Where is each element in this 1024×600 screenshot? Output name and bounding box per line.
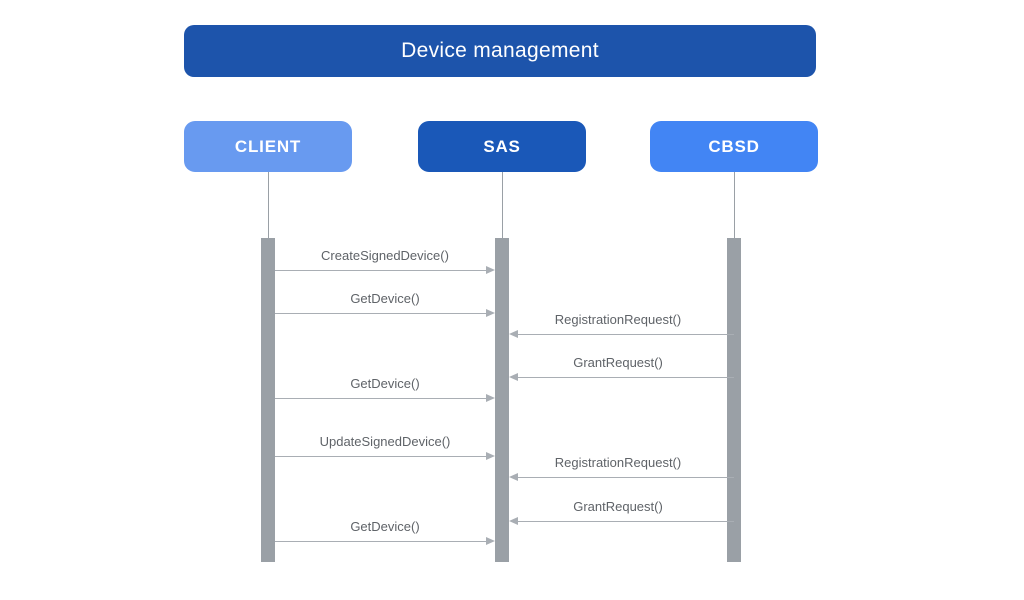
- message-label: UpdateSignedDevice(): [319, 434, 451, 449]
- arrowhead-right-icon: [486, 309, 495, 317]
- actor-label-cbsd: CBSD: [708, 136, 760, 156]
- message-label: RegistrationRequest(): [554, 312, 682, 327]
- diagram-title-box: Device management: [184, 25, 816, 77]
- message-label: GrantRequest(): [573, 355, 663, 370]
- diagram-title-label: Device management: [401, 39, 599, 62]
- message-line: [516, 377, 734, 378]
- message-label: GrantRequest(): [573, 499, 663, 514]
- message-line: [275, 398, 488, 399]
- message-line: [275, 456, 488, 457]
- arrowhead-left-icon: [509, 330, 518, 338]
- lifeline-client: [267, 172, 269, 238]
- arrowhead-left-icon: [509, 517, 518, 525]
- message-line: [275, 270, 488, 271]
- message-line: [516, 477, 734, 478]
- activation-bar-sas: [495, 238, 509, 562]
- actor-box-cbsd: CBSD: [650, 121, 818, 172]
- message-line: [275, 313, 488, 314]
- arrowhead-left-icon: [509, 373, 518, 381]
- arrowhead-left-icon: [509, 473, 518, 481]
- activation-bar-client: [261, 238, 275, 562]
- message-line: [516, 521, 734, 522]
- actor-label-client: CLIENT: [234, 136, 302, 156]
- actor-box-sas: SAS: [418, 121, 586, 172]
- actor-box-client: CLIENT: [184, 121, 352, 172]
- arrowhead-right-icon: [486, 266, 495, 274]
- arrowhead-right-icon: [486, 394, 495, 402]
- message-label: GetDevice(): [350, 519, 420, 534]
- message-label: GetDevice(): [350, 376, 420, 391]
- message-label: GetDevice(): [350, 291, 420, 306]
- message-label: RegistrationRequest(): [554, 455, 682, 470]
- lifeline-cbsd: [733, 172, 735, 238]
- message-line: [275, 541, 488, 542]
- arrowhead-right-icon: [486, 537, 495, 545]
- message-line: [516, 334, 734, 335]
- actor-label-sas: SAS: [483, 136, 521, 156]
- arrowhead-right-icon: [486, 452, 495, 460]
- message-label: CreateSignedDevice(): [321, 248, 449, 263]
- lifeline-sas: [501, 172, 503, 238]
- activation-bar-cbsd: [727, 238, 741, 562]
